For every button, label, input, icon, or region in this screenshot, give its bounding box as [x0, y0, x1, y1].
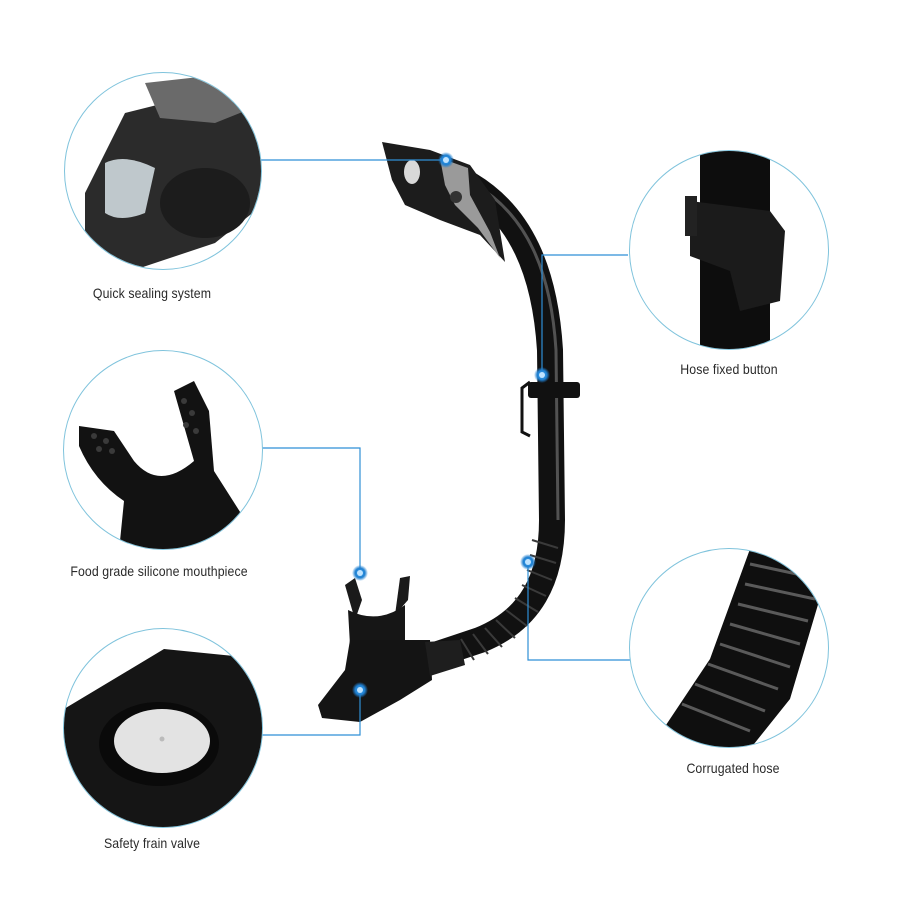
- callout-label-quick-sealing: Quick sealing system: [92, 285, 212, 301]
- callout-label-hose-fixed-button: Hose fixed button: [680, 361, 778, 377]
- mouthpiece-detail-image: [63, 350, 263, 550]
- hotspot-markers: [352, 152, 550, 698]
- quick-sealing-detail-image: [64, 72, 262, 270]
- callout-label-safety-valve: Safety frain valve: [103, 835, 201, 851]
- callout-label-mouthpiece: Food grade silicone mouthpiece: [70, 563, 248, 579]
- hose-fixed-button-detail-image: [629, 150, 829, 350]
- safety-valve-detail-image: [63, 628, 263, 828]
- corrugated-hose-detail-image: [629, 548, 829, 748]
- callout-label-corrugated-hose: Corrugated hose: [686, 760, 780, 776]
